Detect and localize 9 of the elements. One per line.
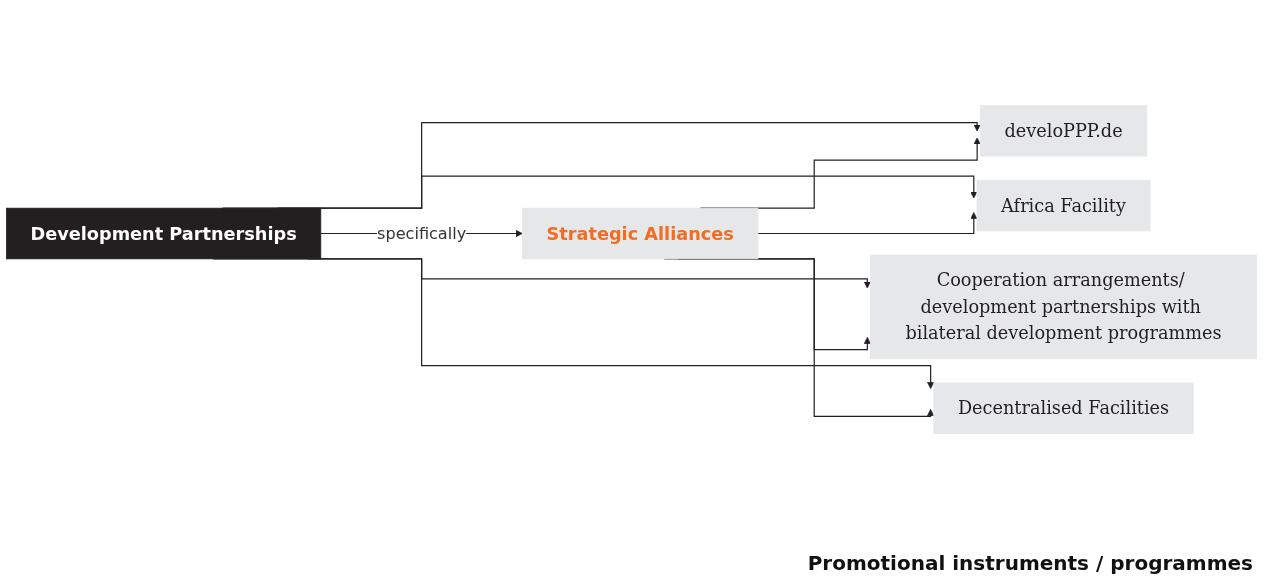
node-box: Strategic Alliances	[522, 208, 759, 260]
node-box: Cooperation arrangements/ development partnerships with bilateral development programmes	[870, 255, 1257, 360]
edge-label: specifically	[377, 224, 467, 244]
node-box: Development Partnerships	[6, 208, 322, 260]
node-box: Decentralised Facilities	[933, 383, 1194, 435]
node-box: Africa Facility	[976, 180, 1151, 232]
footer-caption: Promotional instruments / programmes	[807, 551, 1253, 575]
arrow	[757, 212, 978, 235]
node-box: develoPPP.de	[979, 105, 1148, 157]
